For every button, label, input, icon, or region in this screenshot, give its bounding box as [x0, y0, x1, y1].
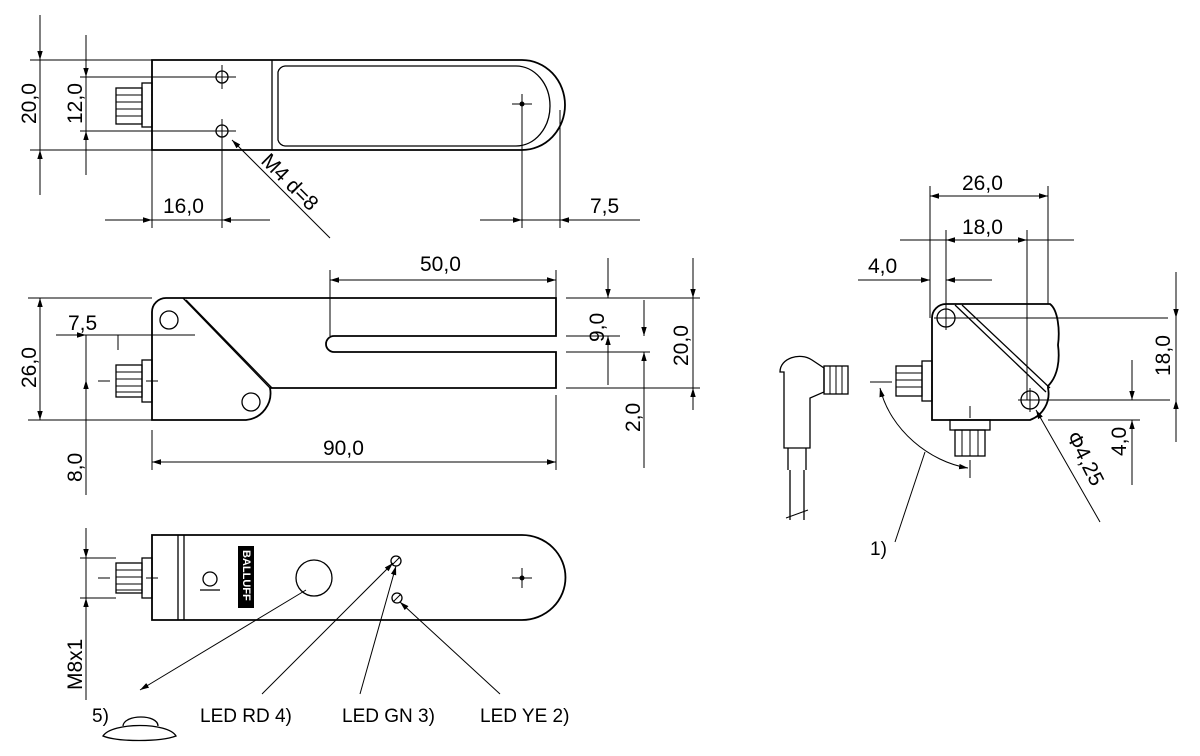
connector-top: [115, 82, 153, 128]
dim-20-top: 20,0: [18, 83, 41, 124]
dim-m4: M4 d=8: [256, 149, 322, 215]
dim-7-5-top: 7,5: [590, 195, 619, 218]
pushbutton-icon: [102, 716, 177, 742]
dim-9: 9,0: [586, 313, 609, 342]
dim-8: 8,0: [64, 453, 87, 482]
dim-4-vert: 4,0: [1108, 427, 1131, 456]
angled-connector: [779, 355, 849, 520]
dim-90: 90,0: [323, 437, 364, 460]
dim-2: 2,0: [622, 403, 645, 432]
connector-end-side: [895, 360, 933, 402]
dim-12: 12,0: [64, 83, 87, 124]
dim-16: 16,0: [163, 195, 204, 218]
dim-18-end: 18,0: [962, 216, 1003, 239]
led-rd: [390, 555, 402, 567]
label-led-ye: LED YE 2): [480, 706, 569, 727]
dim-4-end: 4,0: [868, 255, 897, 278]
note-5: 5): [92, 706, 109, 727]
dim-20-side: 20,0: [670, 325, 693, 366]
logo-text: BALLUFF: [240, 550, 252, 601]
dim-50: 50,0: [420, 253, 461, 276]
dim-m8x1: M8x1: [64, 639, 87, 690]
label-led-gn: LED GN 3): [342, 706, 435, 727]
dim-26-end: 26,0: [962, 172, 1003, 195]
connector-bottom: [98, 557, 158, 599]
logo-mark: BALLUFF: [238, 546, 254, 608]
dim-7-5-side: 7,5: [68, 312, 97, 335]
dim-26-side: 26,0: [18, 347, 41, 388]
dim-18-vert: 18,0: [1152, 335, 1175, 376]
bottom-view: BALLUFF M8x1 5) LED RD 4) LED GN 3) LED …: [64, 528, 569, 742]
note-1: 1): [870, 539, 887, 560]
side-view: 50,0 26,0 7,5 9,0 20,0 2,0 8,0 90,0: [18, 253, 700, 495]
end-view: 1) 26,0 18,0 4,0 18,0 4,0 Φ4,25: [858, 172, 1179, 560]
connector-end-bottom: [949, 406, 991, 478]
label-led-rd: LED RD 4): [200, 706, 292, 727]
connector-side: [98, 359, 158, 403]
top-view: 20,0 12,0 16,0 7,5 M4 d=8: [18, 15, 640, 239]
dim-hole-dia: Φ4,25: [1062, 428, 1109, 490]
led-gn: [391, 592, 403, 604]
